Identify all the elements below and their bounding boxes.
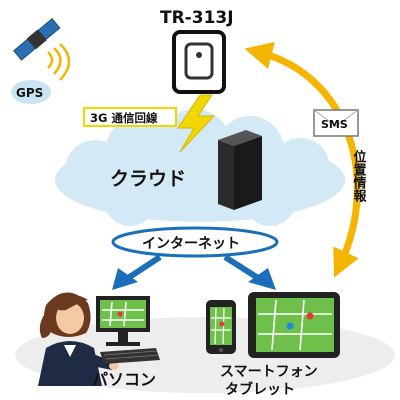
internet-to-mobile-arrow: [223, 254, 276, 290]
server-icon: [218, 130, 262, 210]
pc-monitor-icon: [96, 296, 160, 364]
internet-ring: [111, 226, 279, 258]
cloud-label: クラウド: [110, 168, 186, 190]
tracker-device-icon: [172, 30, 226, 94]
satellite-icon: [13, 17, 71, 81]
mobile-label-line1: スマートフォン: [220, 364, 318, 380]
person-icon: [38, 292, 119, 386]
gps-badge: [11, 80, 51, 104]
pc-label: パソコン: [92, 370, 156, 389]
gps-label: GPS: [16, 86, 43, 100]
network-3g-box: [83, 107, 177, 127]
smartphone-icon: [206, 300, 236, 354]
tablet-icon: [248, 292, 340, 358]
mobile-label-line2: タブレット: [225, 381, 295, 398]
internet-label: インターネット: [142, 236, 240, 252]
lightning-icon: [177, 94, 216, 153]
sms-label: SMS: [321, 118, 348, 131]
network-3g-label: 3G 通信回線: [90, 111, 158, 125]
envelope-icon: [313, 109, 359, 137]
internet-to-pc-arrow: [112, 254, 162, 290]
location-label: 位置情報: [351, 149, 367, 203]
device-model-label: TR-313J: [160, 8, 234, 28]
